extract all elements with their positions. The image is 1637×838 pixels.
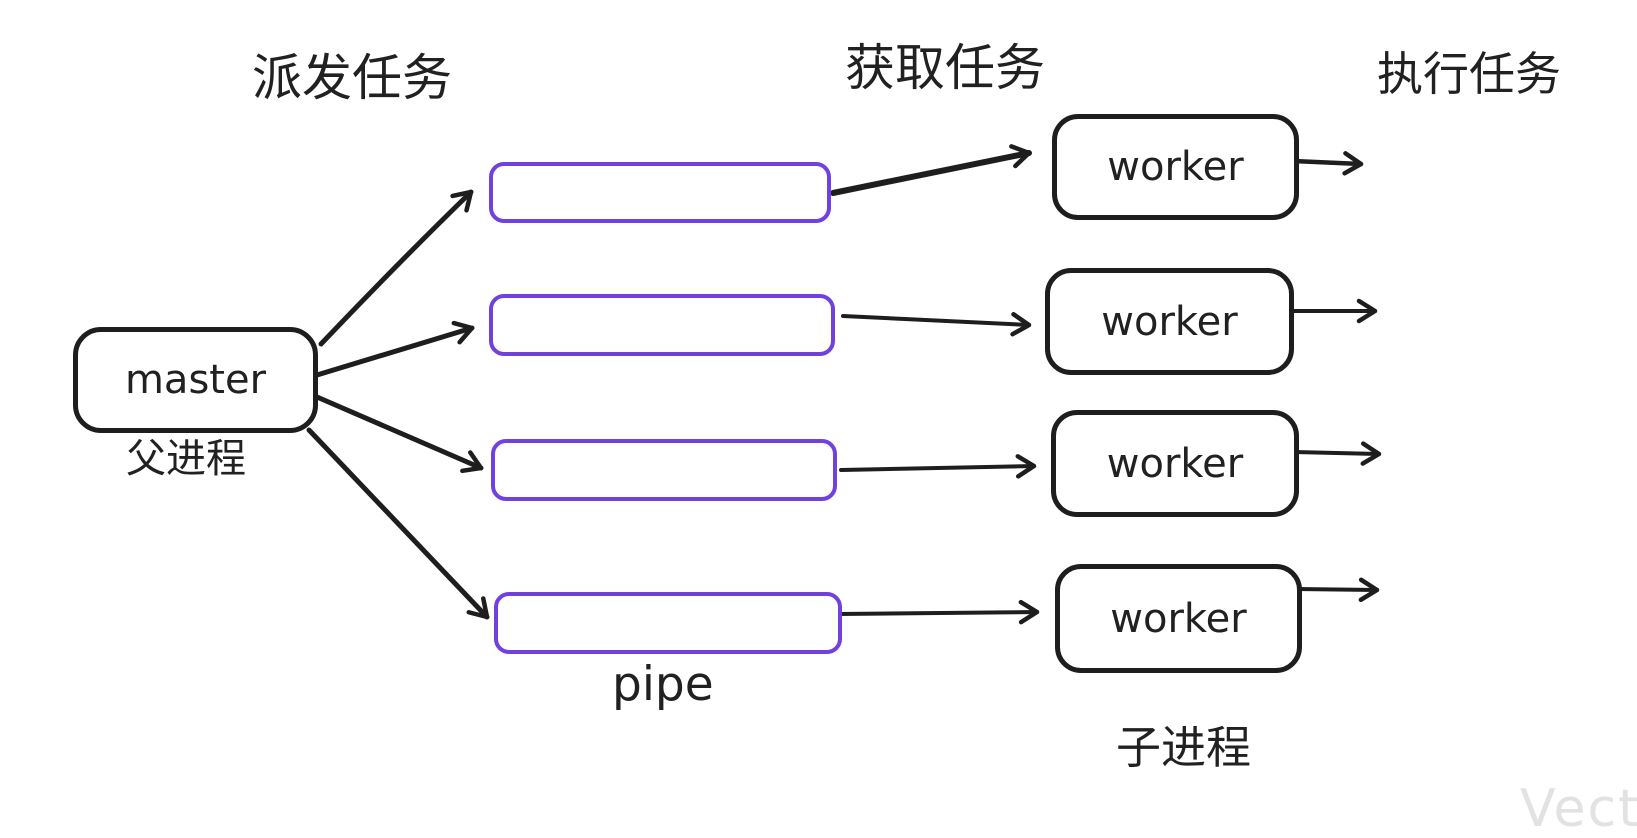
worker-label-1: worker [1107, 144, 1244, 190]
fetch-task-label: 获取任务 [845, 39, 1045, 97]
master-box: master [73, 327, 318, 433]
arrow-pipe-2-to-worker-2 [841, 311, 1032, 337]
worker-box-1: worker [1052, 114, 1299, 220]
pipe-rect-2 [489, 294, 835, 356]
worker-label-2: worker [1101, 298, 1238, 345]
worker-box-2: worker [1045, 268, 1294, 375]
pipe-rect-1 [489, 162, 831, 223]
worker-box-3: worker [1051, 410, 1299, 517]
arrow-master-to-pipe-2 [314, 320, 475, 378]
arrow-worker-1-out [1290, 151, 1364, 176]
worker-label-4: worker [1110, 595, 1247, 642]
arrow-master-to-pipe-3 [314, 394, 484, 474]
pipe-rect-3 [491, 439, 837, 501]
arrow-master-to-pipe-4 [306, 427, 490, 620]
arrow-worker-4-out [1294, 577, 1380, 603]
child-process-caption: 子进程 [1116, 721, 1252, 774]
dispatch-task-label: 派发任务 [252, 49, 452, 107]
arrow-pipe-4-to-worker-4 [836, 599, 1040, 625]
pipe-caption: pipe [612, 657, 714, 712]
worker-label-3: worker [1106, 440, 1244, 487]
arrow-master-to-pipe-1 [318, 189, 474, 347]
watermark-text: Vect [1520, 779, 1637, 838]
worker-box-4: worker [1055, 564, 1302, 673]
arrow-pipe-1-to-worker-1 [830, 144, 1032, 196]
master-label: master [124, 357, 267, 403]
pipe-rect-4 [494, 592, 842, 654]
arrow-pipe-3-to-worker-3 [839, 454, 1037, 479]
arrow-worker-3-out [1292, 441, 1382, 466]
parent-process-caption: 父进程 [126, 436, 246, 482]
execute-task-label: 执行任务 [1377, 47, 1561, 101]
